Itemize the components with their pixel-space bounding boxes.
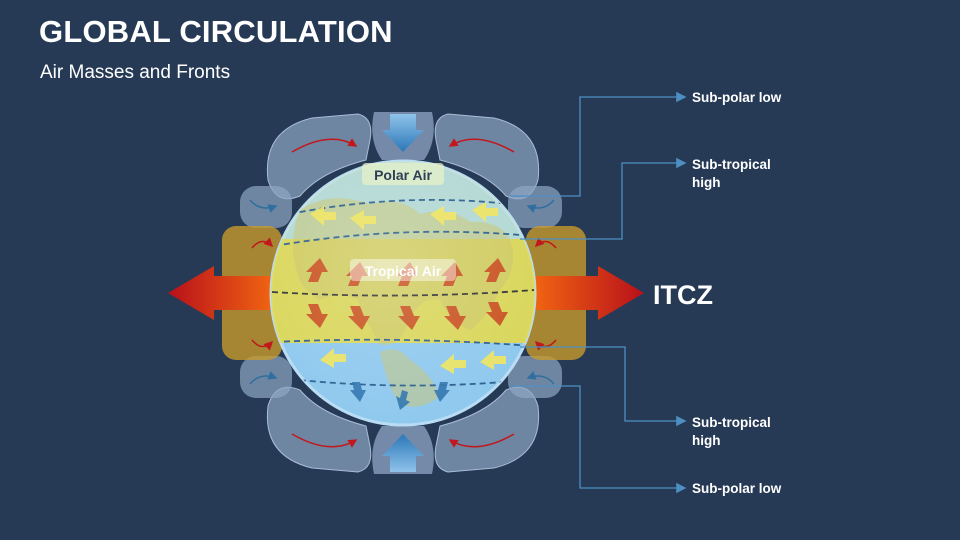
tropical-air-label-bg [350, 259, 456, 281]
cell-arrow-7 [534, 237, 557, 249]
cell-arrow-11 [249, 371, 278, 385]
leader-lines [510, 91, 687, 494]
tropical-air-label: Tropical Air [365, 263, 442, 279]
cell-arrow-3 [291, 433, 358, 448]
polar-cell-top-left [266, 113, 372, 200]
cell-arrow-1 [291, 138, 358, 153]
itcz-arrow-right [506, 266, 644, 320]
cell-arrow-10 [526, 199, 555, 213]
leader-top-subpolar [510, 91, 687, 197]
leader-top-subtropical [520, 157, 687, 240]
callout-itcz: ITCZ [653, 280, 713, 310]
cell-arrow-4 [448, 433, 515, 448]
itcz-arrow-left [168, 266, 300, 320]
cell-arrow-9 [249, 199, 278, 213]
polar-cell-bottom-left [266, 386, 372, 473]
callout-top-subtropical-high: Sub-tropical high [692, 157, 771, 190]
ferrel-cell-bottom-left [240, 356, 292, 398]
cell-arrow-6 [251, 339, 274, 351]
slide-title: GLOBAL CIRCULATION [39, 14, 393, 49]
itcz-arrows [168, 266, 644, 320]
leader-bottom-subpolar [510, 385, 687, 494]
globe [269, 159, 537, 427]
polar-air-label-bg [362, 163, 444, 185]
callout-bottom-subtropical-high: Sub-tropical high [692, 415, 771, 448]
callout-top-subpolar-low: Sub-polar low [692, 90, 782, 105]
cell-arrow-5 [251, 237, 274, 249]
ferrel-cell-top-left [240, 186, 292, 228]
polar-arrow-top [382, 114, 424, 152]
cell-arrow-2 [448, 138, 515, 153]
polar-air-label: Polar Air [374, 167, 432, 183]
callout-bottom-subpolar-low: Sub-polar low [692, 481, 782, 496]
cell-arrow-12 [526, 371, 555, 385]
polar-arrow-bottom [382, 434, 424, 472]
slide-subtitle: Air Masses and Fronts [40, 62, 231, 83]
leader-bottom-subtropical [520, 346, 687, 427]
ferrel-cell-top-right [508, 186, 562, 228]
